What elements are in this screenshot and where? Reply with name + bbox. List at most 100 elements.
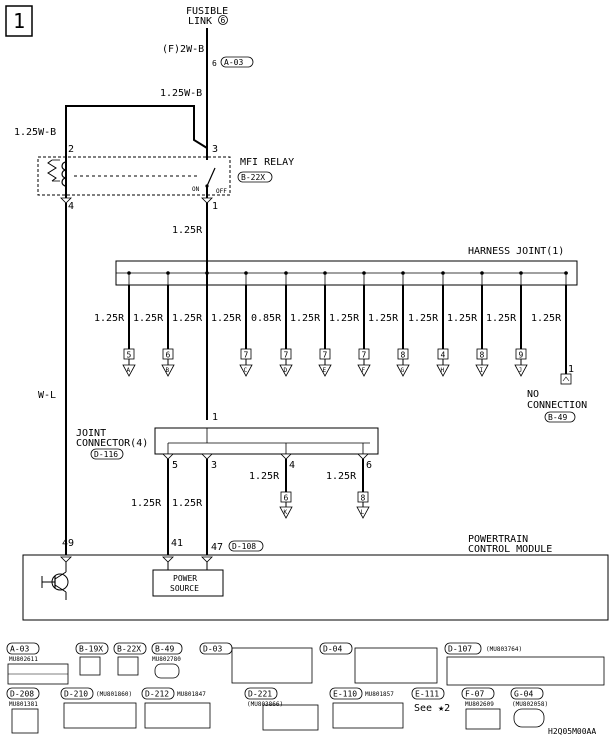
pcm-pin-47-marker [201,556,213,563]
conn-e110-face [332,702,404,729]
branch-ref-marker [318,364,332,377]
joint-branch-4-ref-marker [279,506,293,519]
conn-g04-id: G-04 [514,690,533,699]
joint-connector-tag [90,448,124,460]
conn-e110-id: E-110 [333,690,357,699]
pcm-pin-41-marker [162,556,174,563]
branch-ref: A [127,367,131,374]
conn-g04-face [513,708,545,728]
branch-ref: G [401,367,405,374]
pcm-pin-49: 49 [62,538,74,549]
power-source-label-2: SOURCE [170,584,199,593]
branch-ref: H [441,367,445,374]
conn-d04-face [354,647,438,684]
power-source-box [152,569,224,597]
conn-d210-face [63,702,137,729]
branch-wire-label: 1.25R [211,313,242,324]
mfi-relay-box [37,156,231,196]
branch-wire-label: 1.25R [447,313,478,324]
conn-d221-face [262,704,319,731]
branch-pin: 8 [401,351,406,360]
conn-a03-id: A-03 [10,645,29,654]
joint-pin-4-marker [280,453,292,460]
conn-e110-part: MU801857 [365,691,394,698]
conn-d107-id: D-107 [448,645,472,654]
branch-wire-label: 1.25R [408,313,439,324]
no-connection-line2: CONNECTION [527,400,587,411]
conn-g04-part: (MU802058) [512,701,548,708]
conn-e110-tag [329,687,363,700]
joint-branch-4-ref: K [284,509,288,516]
joint-branch-6-pin: 8 [361,494,366,503]
joint-wire-3-label: 1.25R [172,498,203,509]
conn-d107-part: (MU803764) [486,646,522,653]
conn-d212-tag [141,687,175,700]
conn-d210-tag [60,687,94,700]
branch-wire-label: 1.25R [94,313,125,324]
conn-b49-part: MU802780 [152,656,181,663]
branch-ref: C [244,367,248,374]
conn-d210-id: D-210 [64,690,88,699]
relay-connector: B-22X [241,173,265,182]
branch-ref-marker [161,364,175,377]
harness-joint-name: HARNESS JOINT(1) [468,246,564,257]
conn-b49-tag [151,642,183,655]
branch-ref-marker [514,364,528,377]
conn-a03-part: MU802611 [9,656,38,663]
joint-pin-6-marker [357,453,369,460]
feed-connector: A-03 [224,58,243,67]
no-connection-tag [544,411,576,423]
relay-coil [61,161,67,187]
relay-coil-feed [65,105,208,149]
conn-d221-tag [244,687,278,700]
power-source-label-1: POWER [173,574,197,583]
relay-pin-3: 3 [212,144,218,155]
relay-pin-4-marker [60,197,72,204]
branch-ref-marker [357,364,371,377]
branch-wire-label: 1.25R [486,313,517,324]
relay-output-wire: 1.25R [172,225,203,236]
relay-resistor [47,159,57,182]
conn-d221-id: D-221 [248,690,272,699]
connector-legend: A-03 MU802611 B-19X B-22X B-49 MU802780 … [6,642,605,734]
conn-d221-part: (MU803866) [247,701,283,708]
branch-wire-label: 0.85R [251,313,282,324]
branch-pin: 7 [323,351,328,360]
conn-d208-tag [6,687,40,700]
joint-connector-box [154,427,379,455]
branch-ref-marker [122,364,136,377]
page-number: 1 [13,9,25,33]
branch-pin: 7 [362,351,367,360]
relay-off-label: OFF [216,188,227,195]
pcm-pin-41: 41 [171,538,183,549]
conn-b19x-face [79,656,101,676]
conn-d03-id: D-03 [203,645,222,654]
branch-wire-label: 1.25R [329,313,360,324]
conn-f07-tag [461,687,495,700]
joint-wire-6-label: 1.25R [326,471,357,482]
pcm-pin-49-marker [60,556,72,563]
branch-pin: 7 [284,351,289,360]
conn-b19x-tag [75,642,109,655]
conn-d208-face [11,708,39,734]
relay-on-label: ON [192,186,200,193]
branch-ref-marker [475,364,489,377]
joint-branch-6-ref: L [361,509,365,516]
branch-ref: I [480,367,484,374]
branch-wire-label: 1.25R [172,313,203,324]
joint-wire-4-label: 1.25R [249,471,280,482]
relay-pin-4: 4 [68,201,74,212]
feed-wire2-label: 1.25W-B [160,88,202,99]
conn-b22x-tag [113,642,147,655]
joint-pin-in: 1 [212,412,218,423]
branch-ref-marker [279,364,293,377]
branch-pin: 9 [519,351,524,360]
joint-pin-3-marker [201,453,213,460]
wl-wire-label: W-L [38,390,56,401]
joint-pin-6: 6 [366,460,372,471]
branch-pin: 1 [568,364,574,375]
feed-pin: 6 [212,59,217,68]
branch-wire-label: 1.25R [531,313,562,324]
